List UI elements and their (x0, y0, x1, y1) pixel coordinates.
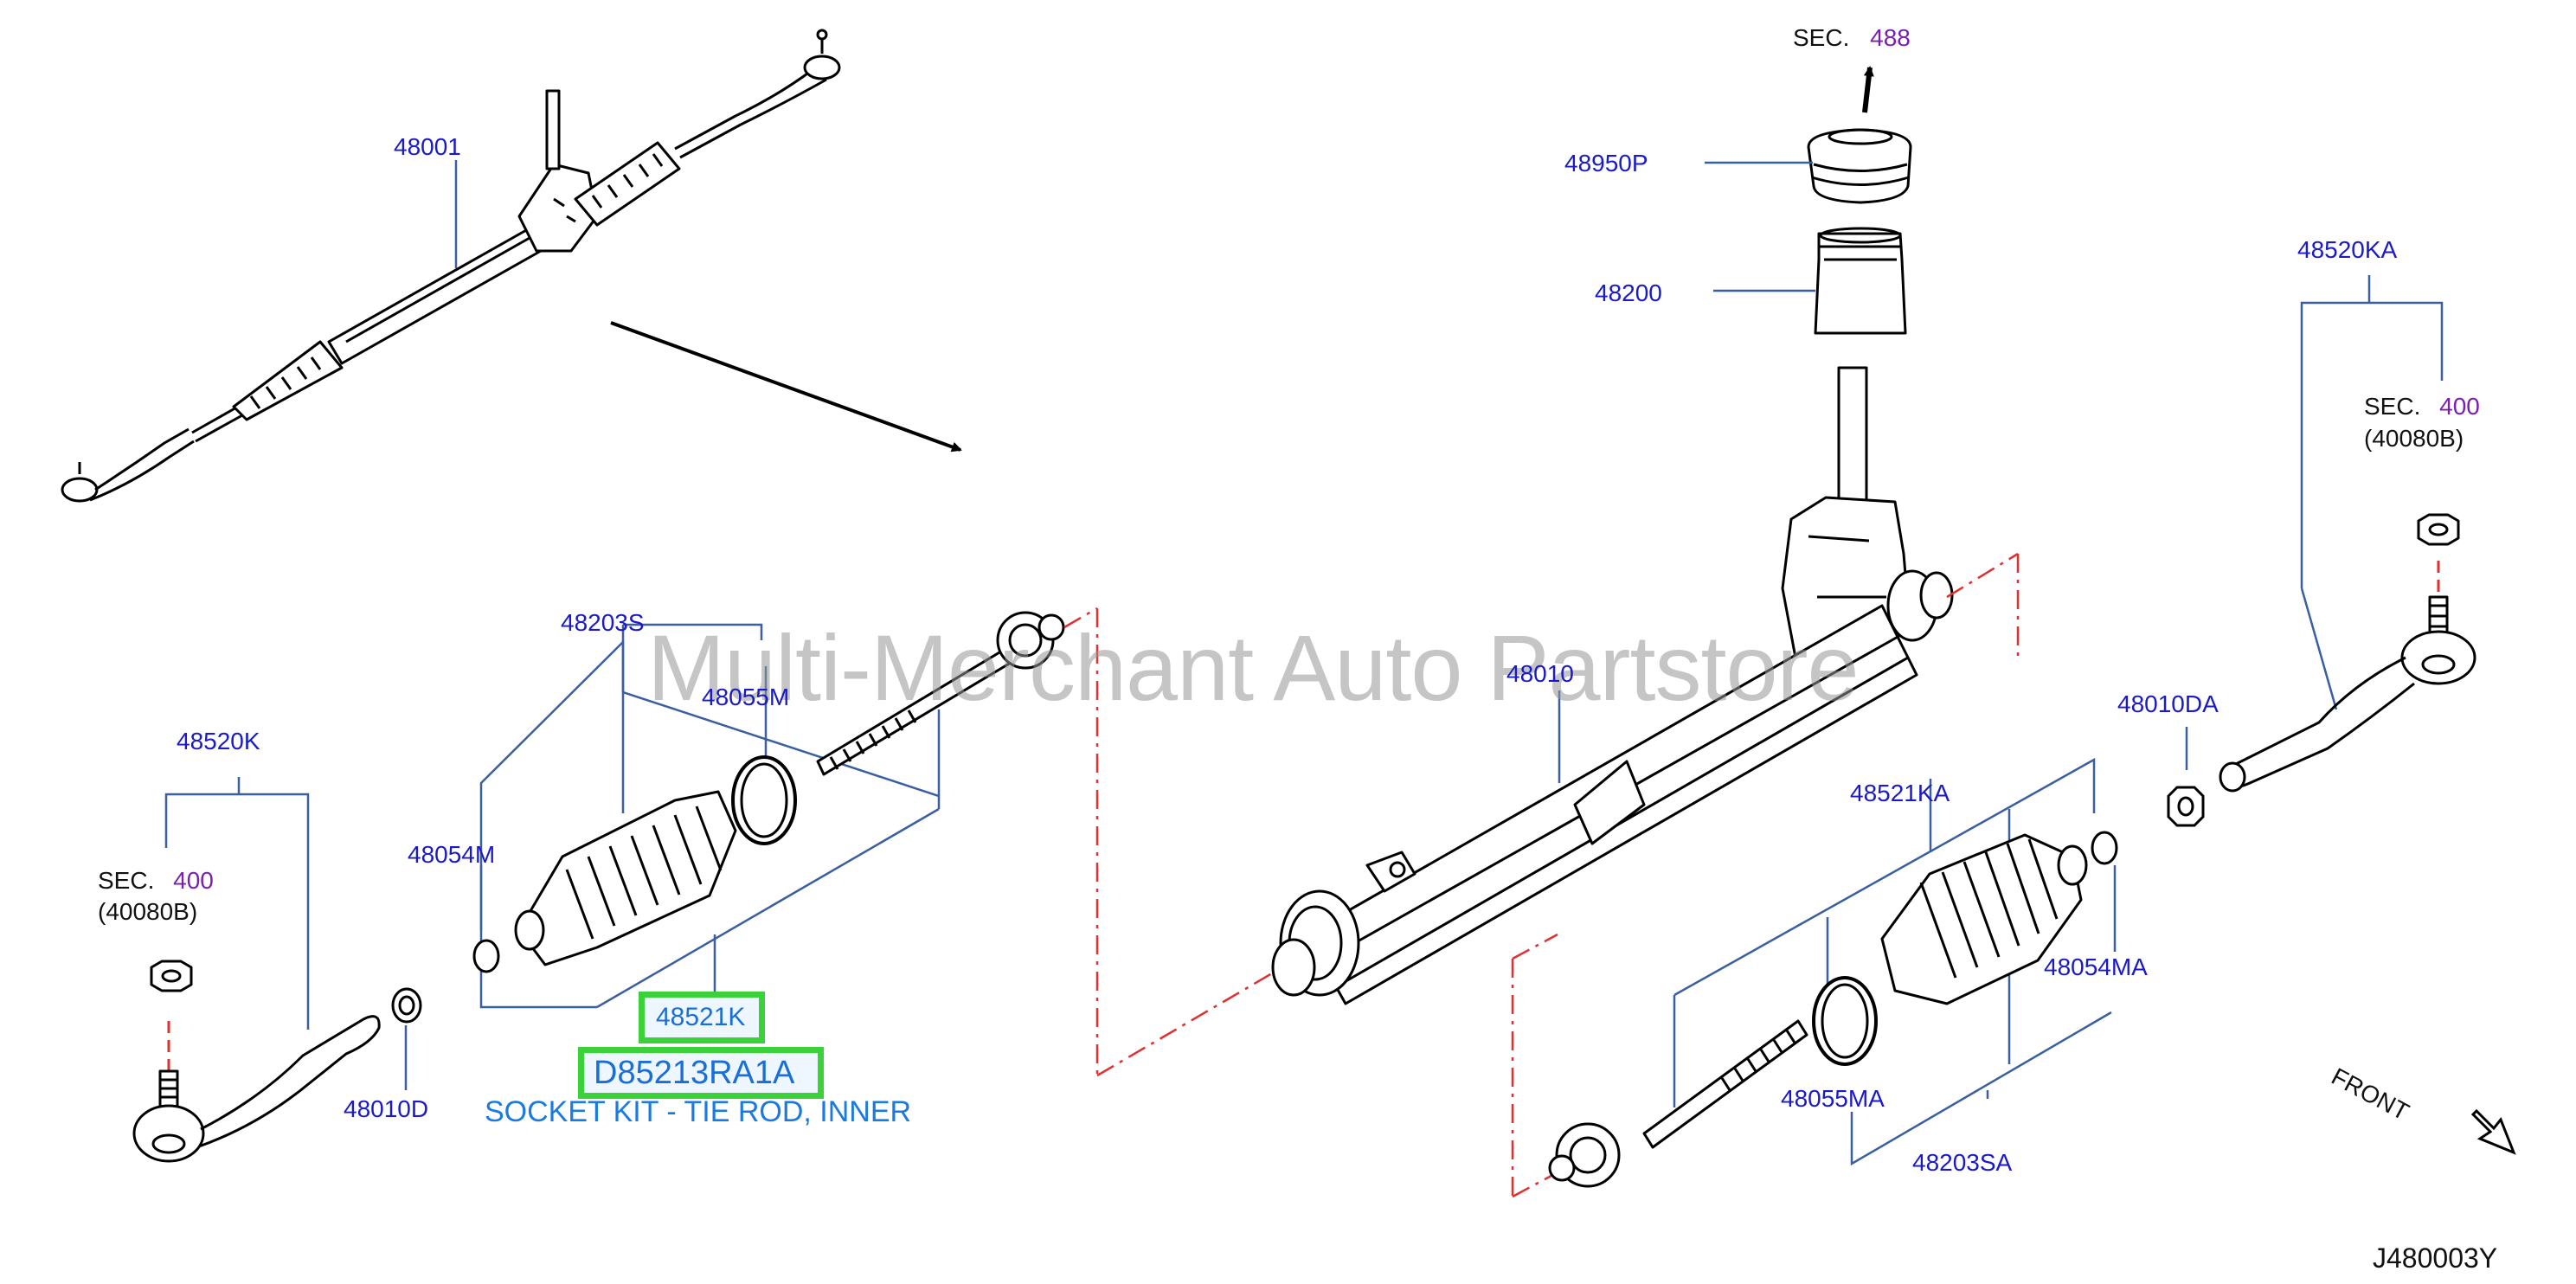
sec-400-right-number: 400 (2439, 393, 2480, 420)
front-arrow-icon (2470, 1108, 2516, 1155)
label-48520K[interactable]: 48520K (177, 728, 260, 754)
label-48520KA[interactable]: 48520KA (2297, 236, 2398, 263)
right-outer-parts (2219, 513, 2476, 793)
label-48203S[interactable]: 48203S (561, 609, 645, 636)
watermark: Multi-Merchant Auto Partstore (647, 615, 1860, 720)
phantom-lines-left (1063, 607, 1273, 1077)
bracket-48520KA (2300, 275, 2444, 710)
label-48055MA[interactable]: 48055MA (1781, 1085, 1885, 1112)
highlight-box-oem[interactable] (578, 1047, 824, 1099)
label-48055M[interactable]: 48055M (702, 684, 790, 710)
left-inner-parts (472, 611, 1065, 973)
right-inner-parts (1548, 831, 2118, 1188)
sec-400-left-sub: (40080B) (98, 898, 198, 925)
center-gear-parts (1271, 128, 1954, 1005)
sec-400-right-prefix: SEC. (2364, 393, 2421, 420)
highlight-part-number[interactable]: 48521K (656, 1003, 746, 1031)
left-outer-parts (132, 960, 422, 1163)
label-48054M[interactable]: 48054M (408, 841, 496, 868)
sec-488-arrow (1862, 66, 1874, 113)
highlight-box-48521K[interactable] (639, 992, 765, 1043)
phantom-lines-right (1511, 552, 2020, 1198)
bracket-48520K (164, 777, 408, 1090)
label-48203SA[interactable]: 48203SA (1912, 1149, 2013, 1176)
label-48010D[interactable]: 48010D (344, 1095, 429, 1122)
sec-400-right-label[interactable]: SEC. 400 (2364, 395, 2480, 419)
label-48010DA[interactable]: 48010DA (2117, 690, 2219, 717)
highlight-oem-number[interactable]: D85213RA1A (594, 1055, 795, 1091)
label-48001[interactable]: 48001 (394, 133, 461, 160)
label-48054MA[interactable]: 48054MA (2044, 953, 2148, 980)
label-48010[interactable]: 48010 (1506, 660, 1574, 687)
highlight-description: SOCKET KIT - TIE ROD, INNER (485, 1095, 912, 1128)
label-48521KA[interactable]: 48521KA (1850, 780, 1950, 806)
sec-488-prefix: SEC. (1793, 24, 1850, 51)
direction-arrow (610, 321, 962, 453)
overview-steering-gear (61, 29, 841, 503)
diagram-code: J480003Y (2373, 1242, 2498, 1274)
sec-488-number: 488 (1870, 24, 1911, 51)
label-48950P[interactable]: 48950P (1564, 150, 1648, 177)
sec-400-left-number: 400 (173, 867, 214, 894)
leaders-center (1558, 161, 1815, 783)
sec-400-right-sub: (40080B) (2364, 425, 2464, 452)
sec-400-left-label[interactable]: SEC. 400 (98, 869, 214, 893)
label-48200[interactable]: 48200 (1595, 279, 1662, 306)
right-jam-nut (2167, 786, 2205, 827)
sec-488-label[interactable]: SEC. 488 (1793, 26, 1911, 50)
sec-400-left-prefix: SEC. (98, 867, 155, 894)
